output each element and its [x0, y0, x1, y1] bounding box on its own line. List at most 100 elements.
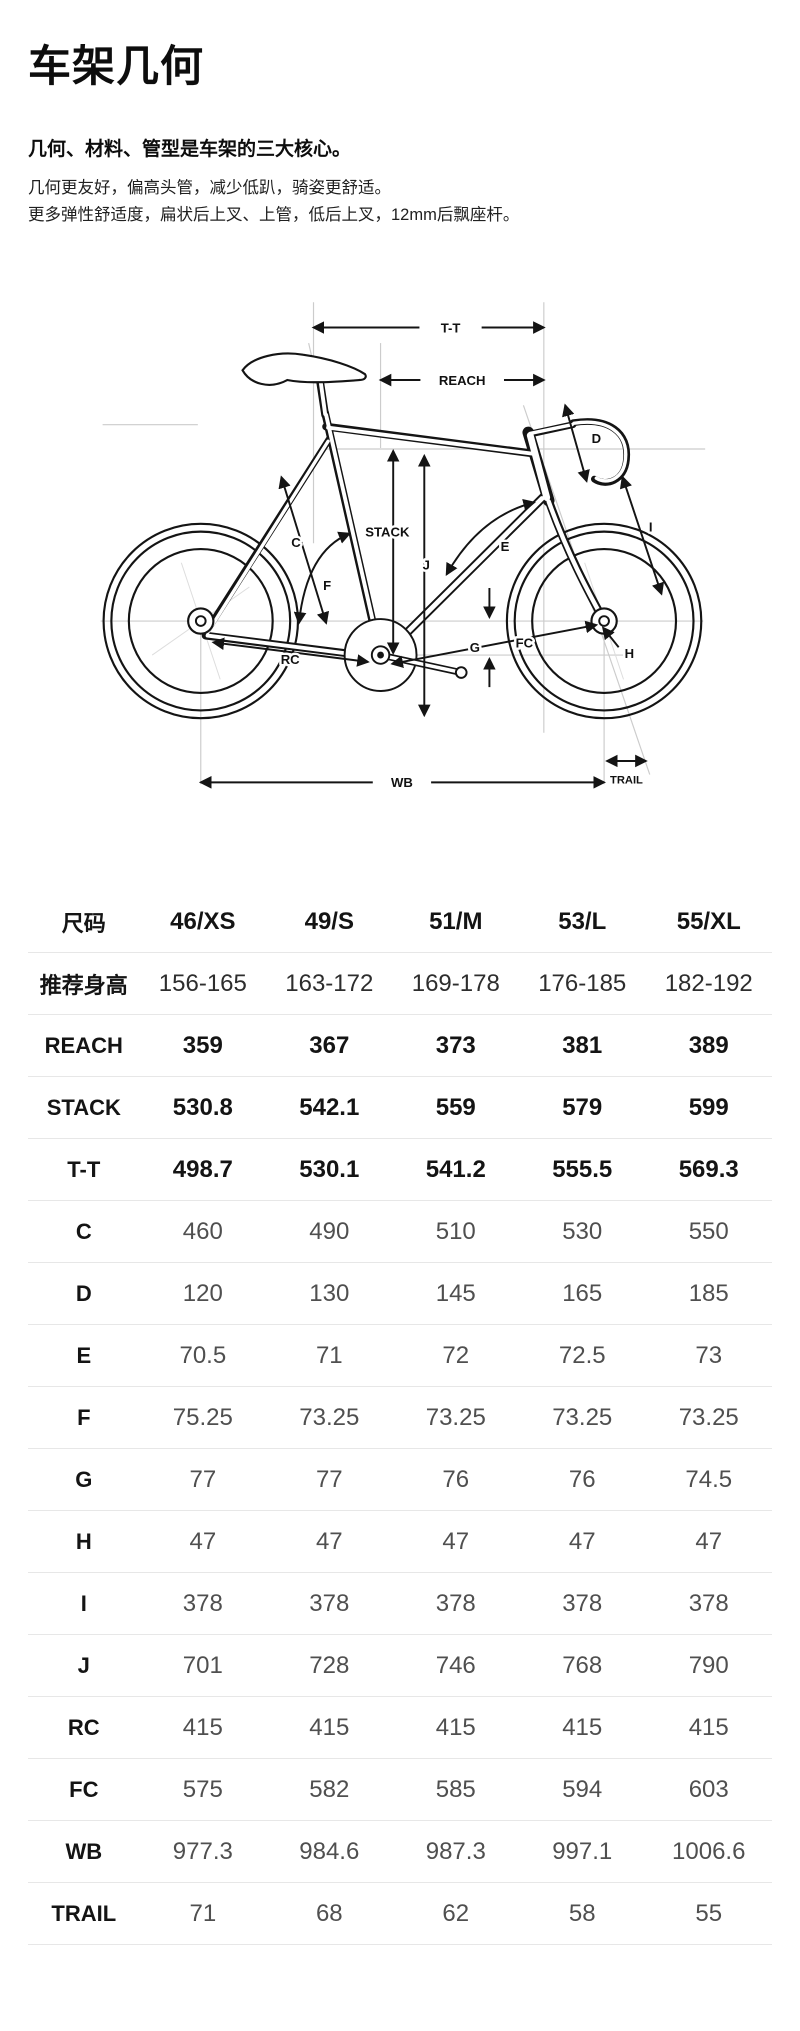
- row-value: 579: [562, 1093, 603, 1121]
- dim-label-h: H: [625, 646, 634, 661]
- frame-outline: [201, 366, 631, 662]
- row-value: 378: [182, 1589, 223, 1617]
- row-value: 746: [435, 1651, 476, 1679]
- row-value: 984.6: [299, 1837, 360, 1865]
- dim-label-d: D: [592, 432, 601, 447]
- table-row: REACH 359 367 373 381 389: [28, 1015, 772, 1077]
- row-value: 77: [315, 1465, 343, 1493]
- row-value: 76: [568, 1465, 596, 1493]
- row-value: 165: [562, 1279, 603, 1307]
- page-content: 车架几何 几何、材料、管型是车架的三大核心。 几何更友好，偏高头管，减少低趴，骑…: [28, 43, 772, 1945]
- row-value: 997.1: [552, 1837, 613, 1865]
- row-value: 169-178: [411, 969, 500, 997]
- geometry-table: 尺码 46/XS 49/S 51/M 53/L 55/XL 推荐身高 156-1…: [28, 891, 772, 1945]
- table-row: D 120 130 145 165 185: [28, 1263, 772, 1325]
- row-value: 47: [315, 1527, 343, 1555]
- row-label: WB: [65, 1838, 103, 1864]
- row-value: 145: [435, 1279, 476, 1307]
- dim-label-g: G: [470, 641, 480, 656]
- row-label: I: [80, 1590, 87, 1616]
- dimension-arrows: [198, 321, 665, 790]
- row-value: 378: [309, 1589, 350, 1617]
- row-value: 49/S: [304, 907, 354, 935]
- row-value: 599: [688, 1093, 729, 1121]
- dim-label-reach: REACH: [439, 373, 486, 388]
- row-label: TRAIL: [51, 1900, 117, 1926]
- table-row: FC 575 582 585 594 603: [28, 1759, 772, 1821]
- row-value: 72: [442, 1341, 470, 1369]
- row-label: T-T: [67, 1156, 101, 1182]
- row-value: 367: [309, 1031, 350, 1059]
- row-label: J: [77, 1652, 90, 1678]
- row-value: 73.25: [678, 1403, 739, 1431]
- table-row: E 70.5 71 72 72.5 73: [28, 1325, 772, 1387]
- row-value: 359: [182, 1031, 223, 1059]
- table-row: 推荐身高 156-165 163-172 169-178 176-185 182…: [28, 953, 772, 1015]
- dim-label-fc: FC: [516, 636, 534, 651]
- row-label: REACH: [44, 1032, 123, 1058]
- row-value: 415: [688, 1713, 729, 1741]
- table-row: H 47 47 47 47 47: [28, 1511, 772, 1573]
- dimension-labels: T-T REACH STACK J C D E F G H I RC FC WB…: [278, 318, 655, 793]
- row-value: 71: [189, 1899, 217, 1927]
- row-label: 推荐身高: [39, 972, 128, 998]
- saddle: [241, 352, 367, 387]
- row-value: 75.25: [172, 1403, 233, 1431]
- row-value: 415: [435, 1713, 476, 1741]
- row-value: 55: [695, 1899, 723, 1927]
- row-value: 73: [695, 1341, 723, 1369]
- row-value: 790: [688, 1651, 729, 1679]
- page-title: 车架几何: [28, 43, 204, 91]
- row-value: 1006.6: [672, 1837, 746, 1865]
- row-value: 74.5: [685, 1465, 733, 1493]
- row-value: 378: [562, 1589, 603, 1617]
- row-label: F: [77, 1404, 91, 1430]
- dim-label-f: F: [323, 578, 331, 593]
- row-value: 70.5: [179, 1341, 227, 1369]
- table-row: T-T 498.7 530.1 541.2 555.5 569.3: [28, 1139, 772, 1201]
- row-label: H: [75, 1528, 92, 1554]
- row-label: FC: [69, 1776, 99, 1802]
- row-value: 53/L: [558, 907, 607, 935]
- dim-label-c: C: [291, 536, 301, 551]
- dim-label-i: I: [649, 520, 653, 535]
- row-value: 73.25: [425, 1403, 486, 1431]
- row-value: 163-172: [285, 969, 374, 997]
- row-value: 768: [562, 1651, 603, 1679]
- row-value: 68: [315, 1899, 343, 1927]
- row-value: 373: [435, 1031, 476, 1059]
- row-value: 185: [688, 1279, 729, 1307]
- row-value: 47: [568, 1527, 596, 1555]
- row-label: 尺码: [61, 910, 106, 936]
- table-row: F 75.25 73.25 73.25 73.25 73.25: [28, 1387, 772, 1449]
- row-value: 510: [435, 1217, 476, 1245]
- dim-label-tt: T-T: [441, 321, 461, 336]
- row-value: 62: [442, 1899, 470, 1927]
- bike-geometry-diagram: T-T REACH STACK J C D E F G H I RC FC WB…: [100, 302, 706, 793]
- row-label: RC: [67, 1714, 100, 1740]
- row-value: 156-165: [158, 969, 247, 997]
- row-value: 542.1: [299, 1093, 360, 1121]
- row-value: 51/M: [429, 907, 483, 935]
- row-label: C: [75, 1218, 92, 1244]
- row-value: 977.3: [172, 1837, 233, 1865]
- dim-label-wb: WB: [391, 776, 413, 791]
- desc-line-1: 几何更友好，偏高头管，减少低趴，骑姿更舒适。: [28, 179, 391, 197]
- row-value: 530.8: [172, 1093, 233, 1121]
- dim-label-e: E: [501, 539, 510, 554]
- frame-hollow: [205, 370, 628, 660]
- row-label: D: [75, 1280, 92, 1306]
- row-value: 415: [562, 1713, 603, 1741]
- row-value: 47: [442, 1527, 470, 1555]
- row-value: 47: [695, 1527, 723, 1555]
- row-value: 582: [309, 1775, 350, 1803]
- row-value: 415: [182, 1713, 223, 1741]
- guide-lines: [100, 302, 706, 785]
- row-value: 585: [435, 1775, 476, 1803]
- table-row: C 460 490 510 530 550: [28, 1201, 772, 1263]
- row-value: 389: [688, 1031, 729, 1059]
- desc-line-2: 更多弹性舒适度，扁状后上叉、上管，低后上叉，12mm后飘座杆。: [28, 205, 520, 224]
- row-value: 530: [562, 1217, 603, 1245]
- row-value: 378: [435, 1589, 476, 1617]
- row-label: STACK: [46, 1094, 121, 1120]
